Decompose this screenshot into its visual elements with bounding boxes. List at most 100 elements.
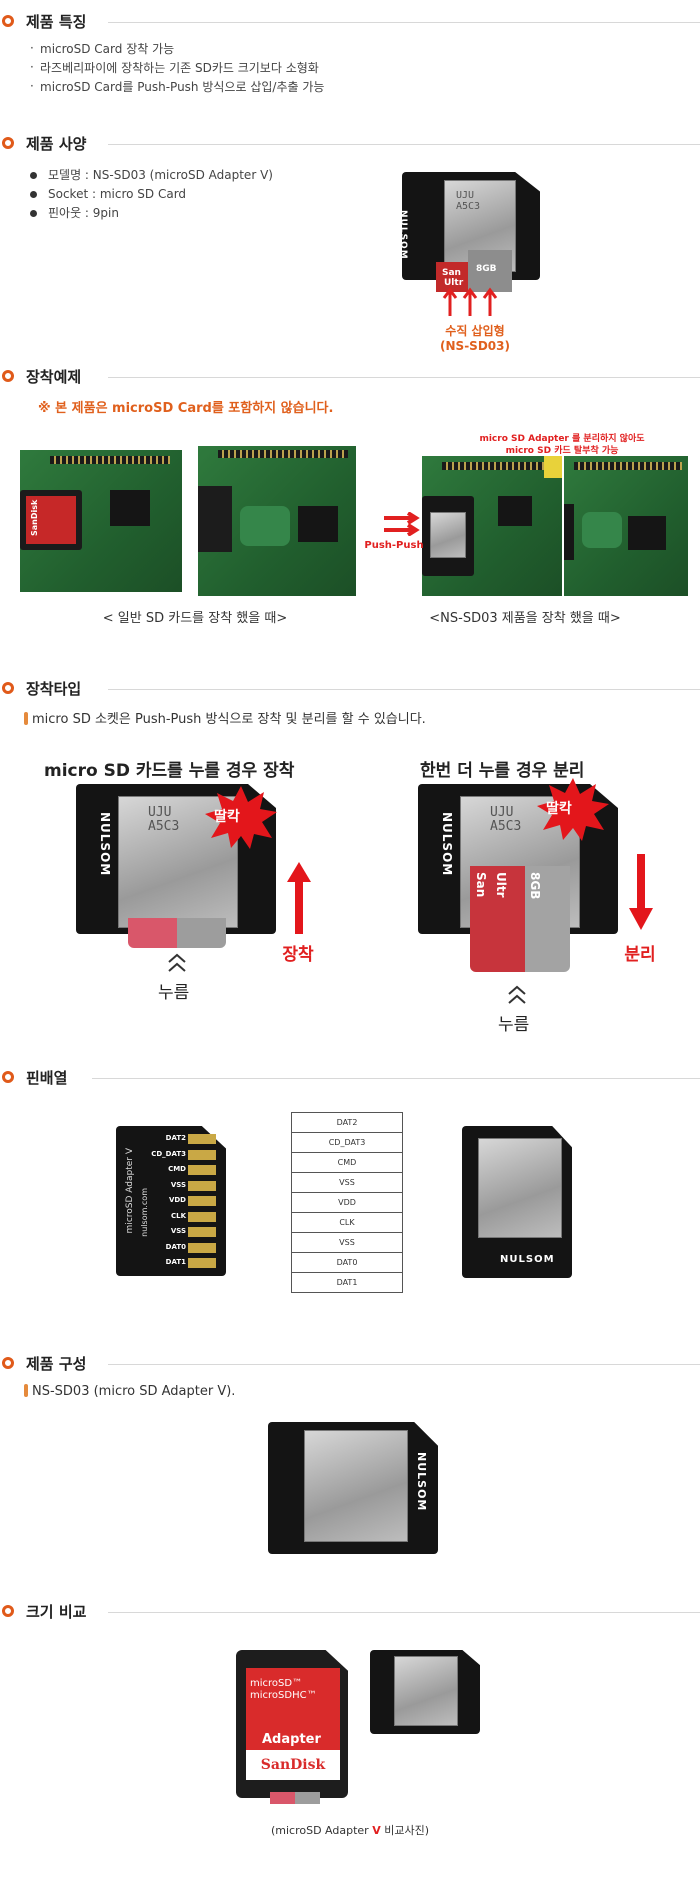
sandisk-sd-adapter: microSD™ microSDHC™ Adapter SanDisk (236, 1650, 348, 1798)
board-pin-label: DAT1 (165, 1258, 186, 1266)
insert-label: 장착 (282, 945, 314, 965)
press-label-right: 누름 (498, 1015, 530, 1035)
gold-pad (188, 1227, 216, 1237)
caption-prefix: (microSD Adapter (270, 1824, 373, 1837)
socket-print: UJU A5C3 (148, 805, 180, 834)
brand-logo: NULSOM (440, 812, 454, 877)
socket-print: UJU A5C3 (490, 805, 522, 834)
list-item: 라즈베리파이에 장착하는 기존 SD카드 크기보다 소형화 (30, 58, 324, 78)
orange-bar-icon (24, 712, 28, 725)
list-item: 핀아웃 : 9pin (30, 204, 273, 223)
card-text: Ultr (494, 872, 508, 898)
microsd-card-ejected: San Ultr 8GB (470, 866, 570, 972)
gold-pad (188, 1149, 216, 1160)
adapter-brand: SanDisk (260, 1757, 326, 1773)
board-pin-label: VDD (168, 1196, 186, 1204)
pin-row: CMD (291, 1152, 403, 1173)
caption-v: V (372, 1824, 381, 1837)
section-bullet-icon (2, 370, 14, 382)
section-bullet-icon (2, 1071, 14, 1083)
top-note-line2: micro SD 카드 탈부착 가능 (505, 446, 619, 456)
left-heading: micro SD 카드를 누를 경우 장착 (44, 761, 295, 781)
microsd-card-inserted (128, 918, 226, 948)
pin-cell: VSS (291, 1232, 403, 1253)
gold-pad (188, 1180, 216, 1191)
section-title: 장착예제 (26, 368, 82, 386)
orange-bar-icon (24, 1384, 28, 1397)
list-item: microSD Card를 Push-Push 방식으로 삽입/추출 가능 (30, 77, 324, 97)
board-pin-label: DAT2 (165, 1134, 186, 1142)
caption-ns-sd03: <NS-SD03 제품을 장착 했을 때> (429, 611, 621, 626)
down-arrow-icon (629, 854, 653, 930)
pin-cell: DAT0 (291, 1252, 403, 1273)
section-bullet-icon (2, 682, 14, 694)
size-compare-caption: (microSD Adapter V 비교사진) (240, 1822, 460, 1838)
section-title: 핀배열 (26, 1069, 68, 1087)
vertical-type-label: 수직 삽입형 (445, 324, 505, 338)
socket-metal (304, 1430, 408, 1542)
top-note-line1: micro SD Adapter 를 분리하지 않아도 (479, 434, 645, 444)
adapter-word: Adapter (262, 1732, 321, 1747)
push-arrows-icon (384, 512, 420, 536)
card-text: 8GB (476, 264, 497, 274)
gold-pad (188, 1134, 216, 1144)
up-arrow-icon (287, 862, 311, 934)
brand-logo: NULSOM (415, 1452, 428, 1512)
contents-desc-text: NS-SD03 (micro SD Adapter V). (32, 1384, 236, 1399)
divider (108, 144, 700, 145)
board-print: nulsom.com (140, 1188, 149, 1237)
pin-row: VDD (291, 1192, 403, 1213)
section-title: 제품 사양 (26, 135, 87, 153)
eject-label: 분리 (624, 945, 656, 965)
photo-pi-ns-sd03 (422, 456, 562, 596)
click-label: 딸칵 (214, 809, 240, 825)
mount-type-desc-text: micro SD 소켓은 Push-Push 방식으로 장착 및 분리를 할 수… (32, 712, 426, 727)
section-bullet-icon (2, 15, 14, 27)
pin-cell: CD_DAT3 (291, 1132, 403, 1153)
pin-cell: VDD (291, 1192, 403, 1213)
socket-print: UJU A5C3 (456, 190, 481, 212)
section-header-size-compare: 크기 비교 (0, 1600, 700, 1624)
gold-pad (188, 1211, 216, 1222)
board-pin-label: CD_DAT3 (151, 1149, 186, 1158)
list-item: Socket : micro SD Card (30, 185, 273, 204)
pin-row: CLK (291, 1212, 403, 1233)
socket-metal (478, 1138, 562, 1238)
section-header-contents: 제품 구성 (0, 1352, 700, 1376)
photo-pi-standard-sd: SanDisk (20, 450, 182, 592)
model-label: (NS-SD03) (440, 339, 510, 353)
push-push-label: Push-Push (364, 540, 424, 551)
sd-card-brand: SanDisk (30, 499, 39, 536)
card-text: Ultr (444, 278, 464, 288)
gold-pad (188, 1196, 216, 1206)
board-pin-label: CLK (170, 1211, 186, 1220)
pin-row: DAT0 (291, 1252, 403, 1273)
contents-desc: NS-SD03 (micro SD Adapter V). (24, 1384, 235, 1399)
divider (108, 22, 700, 23)
section-bullet-icon (2, 1357, 14, 1369)
section-title: 장착타입 (26, 680, 82, 698)
gold-pad (188, 1258, 216, 1268)
section-title: 제품 구성 (26, 1355, 87, 1373)
board-pin-label: VSS (170, 1180, 186, 1189)
section-header-features: 제품 특징 (0, 10, 700, 34)
right-heading: 한번 더 누를 경우 분리 (420, 761, 585, 781)
brand-logo: NULSOM (500, 1254, 555, 1265)
card-text: San (474, 872, 488, 898)
pin-row: VSS (291, 1232, 403, 1253)
pin-cell: VSS (291, 1172, 403, 1193)
list-item: microSD Card 장착 가능 (30, 39, 324, 59)
pin-row: VSS (291, 1172, 403, 1193)
photo-pi-top-ns-sd03 (564, 456, 688, 596)
section-header-mount-example: 장착예제 (0, 365, 700, 389)
press-label-left: 누름 (158, 983, 190, 1003)
pin-row: DAT2 (291, 1112, 403, 1133)
divider (108, 1612, 700, 1613)
spec-list: 모델명 : NS-SD03 (microSD Adapter V) Socket… (30, 166, 273, 223)
caption-standard-sd: < 일반 SD 카드를 장착 했을 때> (102, 611, 288, 626)
section-header-mount-type: 장착타입 (0, 677, 700, 701)
sd-card: SanDisk (20, 490, 82, 550)
board-pin-label: DAT0 (165, 1242, 186, 1251)
product-photo-vertical: UJU A5C3 San Ultr 8GB NULSOM (398, 170, 550, 320)
